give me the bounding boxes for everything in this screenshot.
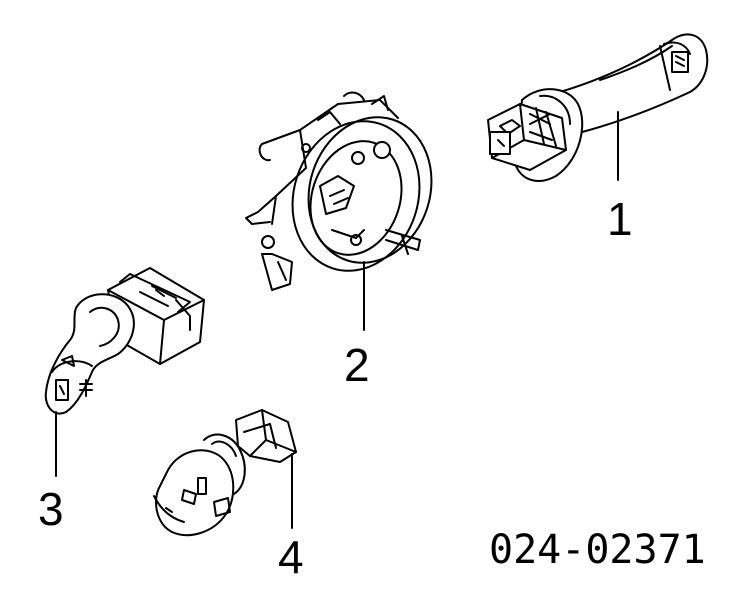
reference-code: 024-02371	[489, 527, 706, 573]
turn-signal-stalk-icon	[487, 33, 709, 182]
callout-number-2: 2	[344, 339, 370, 391]
callout-number-1: 1	[607, 193, 633, 245]
callout-number-3: 3	[38, 483, 64, 535]
ignition-key-icon	[153, 409, 297, 537]
clock-spring-ring-icon	[245, 91, 433, 291]
callout-number-4: 4	[278, 531, 304, 583]
wiper-switch-icon	[44, 267, 205, 415]
